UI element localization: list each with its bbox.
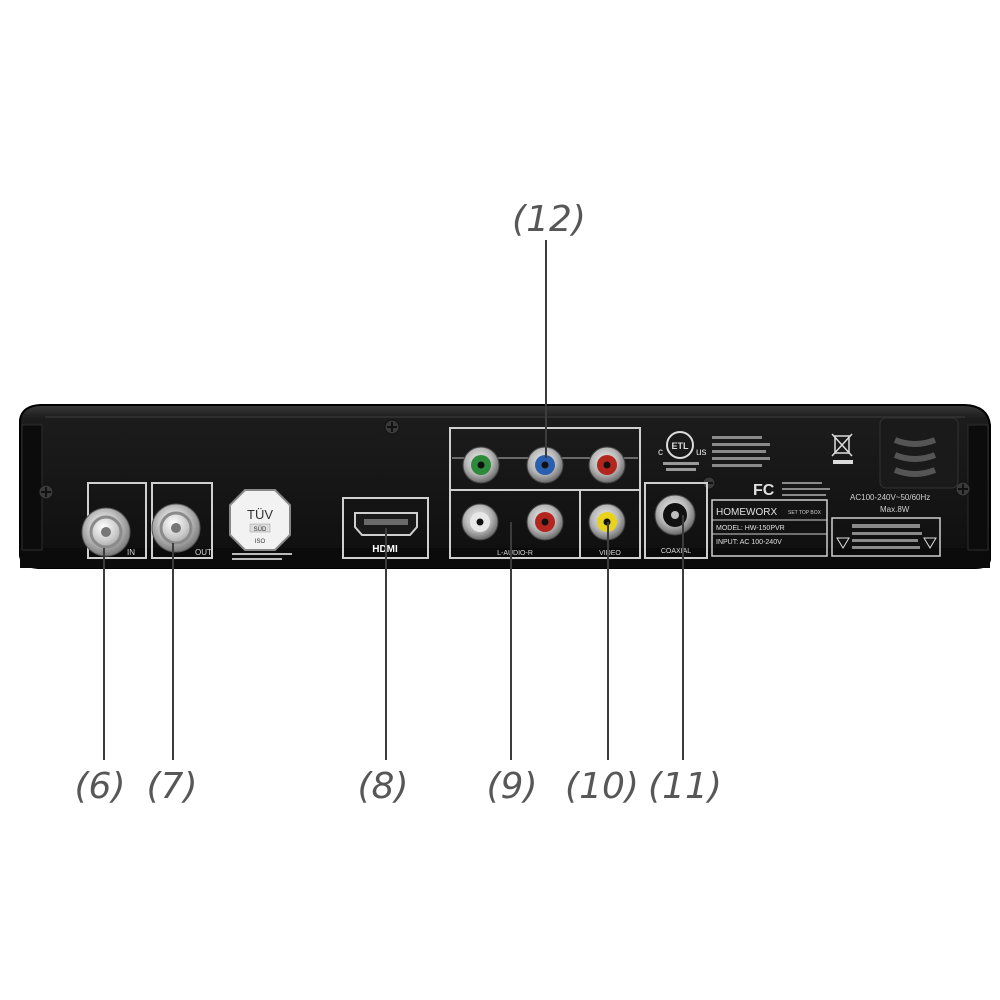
screw-left-icon [38,484,54,500]
tuv-text: TÜV [247,507,273,522]
rf-out-label: OUT [195,548,212,557]
screw-top-icon [384,419,400,435]
fcc-mark: FC [753,482,830,499]
rf-in-label: IN [127,548,135,557]
tuv-certification-mark: TÜV SÜD ISO [229,489,292,560]
component-video-green-jack [462,446,500,484]
leader-lines [103,240,684,760]
power-cord [879,417,959,489]
callout-9: (9) [487,766,538,807]
audio-left-white-jack [461,503,499,541]
screw-right-icon [955,481,971,497]
power-rating-line2: Max.8W [880,505,910,514]
component-video-red-jack [588,446,626,484]
callout-8: (8) [358,766,409,807]
coaxial-label: COAXIAL [661,548,691,555]
etl-certification-mark: c ETL us [658,431,707,471]
video-label: VIDEO [599,550,621,557]
callout-6: (6) [75,766,126,807]
callout-11: (11) [648,766,722,807]
model-label-plate: HOMEWORX SET TOP BOX MODEL: HW-150PVR IN… [711,499,828,557]
input-text: INPUT: AC 100-240V [716,539,782,546]
etl-text: ETL [672,441,690,451]
brand-text: HOMEWORX [716,507,777,518]
audio-label: L-AUDIO-R [497,550,533,557]
component-video-blue-jack [526,446,564,484]
rf-in-port: IN [81,482,147,559]
coaxial-port: COAXIAL [644,482,708,559]
callout-7: (7) [147,766,198,807]
audio-right-red-jack [526,503,564,541]
tuv-sub-text: SÜD [254,526,267,533]
model-text: MODEL: HW-150PVR [716,525,785,532]
etl-us-text: us [696,447,707,458]
fine-print-block [712,436,770,467]
etl-c-text: c [658,447,663,458]
callout-12: (12) [512,199,586,240]
brand-subtitle-text: SET TOP BOX [788,510,822,516]
power-rating-line1: AC100-240V~50/60Hz [850,493,930,502]
tuv-bottom-text: ISO [255,539,266,545]
rf-out-port: OUT [151,482,213,559]
caution-label [831,517,941,557]
fcc-text: FC [753,482,775,499]
weee-crossed-bin-icon [831,433,853,464]
callout-10: (10) [565,766,639,807]
